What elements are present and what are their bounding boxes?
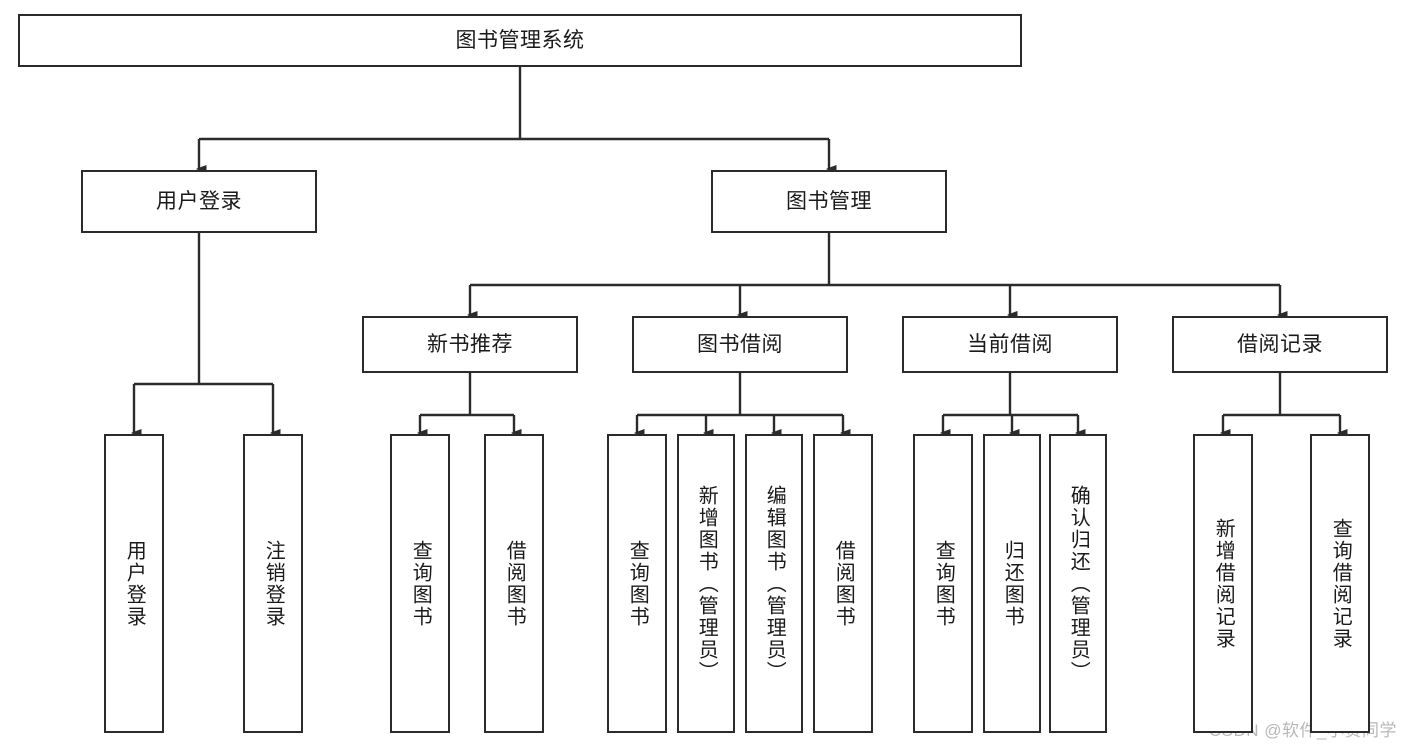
node-label: 查询图书	[932, 539, 955, 628]
node-leaf-edit-book[interactable]: 编辑图书（管理员）	[745, 434, 803, 733]
node-book-borrow[interactable]: 图书借阅	[632, 316, 848, 373]
node-leaf-query-book-1[interactable]: 查询图书	[390, 434, 450, 733]
node-book-manage[interactable]: 图书管理	[711, 170, 947, 233]
node-label: 新书推荐	[427, 332, 513, 356]
node-leaf-borrow-book-2[interactable]: 借阅图书	[813, 434, 873, 733]
node-label: 注销登录	[262, 539, 285, 628]
node-label: 查询借阅记录	[1329, 517, 1352, 650]
node-new-book-rec[interactable]: 新书推荐	[362, 316, 578, 373]
node-label: 新增图书（管理员）	[695, 484, 718, 683]
node-leaf-logout-login[interactable]: 注销登录	[243, 434, 303, 733]
node-label: 归还图书	[1001, 539, 1024, 628]
node-leaf-borrow-book-1[interactable]: 借阅图书	[484, 434, 544, 733]
node-leaf-query-record[interactable]: 查询借阅记录	[1310, 434, 1370, 733]
node-label: 编辑图书（管理员）	[763, 484, 786, 683]
node-label: 用户登录	[156, 189, 242, 213]
node-leaf-add-record[interactable]: 新增借阅记录	[1193, 434, 1253, 733]
node-leaf-add-book[interactable]: 新增图书（管理员）	[677, 434, 735, 733]
node-label: 借阅记录	[1237, 332, 1323, 356]
node-root[interactable]: 图书管理系统	[18, 14, 1022, 67]
node-label: 确认归还（管理员）	[1067, 484, 1090, 683]
node-label: 借阅图书	[503, 539, 526, 628]
node-label: 图书借阅	[697, 332, 783, 356]
node-leaf-return-book[interactable]: 归还图书	[983, 434, 1041, 733]
node-label: 借阅图书	[832, 539, 855, 628]
node-label: 查询图书	[409, 539, 432, 628]
node-label: 新增借阅记录	[1212, 517, 1235, 650]
node-label: 查询图书	[626, 539, 649, 628]
node-label: 当前借阅	[967, 332, 1053, 356]
node-label: 图书管理	[786, 189, 872, 213]
node-current-borrow[interactable]: 当前借阅	[902, 316, 1118, 373]
node-leaf-user-login[interactable]: 用户登录	[104, 434, 164, 733]
node-label: 用户登录	[123, 539, 146, 628]
node-user-login[interactable]: 用户登录	[81, 170, 317, 233]
node-leaf-query-book-2[interactable]: 查询图书	[607, 434, 667, 733]
node-borrow-record[interactable]: 借阅记录	[1172, 316, 1388, 373]
node-label: 图书管理系统	[455, 28, 585, 52]
node-leaf-query-book-3[interactable]: 查询图书	[913, 434, 973, 733]
node-leaf-confirm-return[interactable]: 确认归还（管理员）	[1049, 434, 1107, 733]
